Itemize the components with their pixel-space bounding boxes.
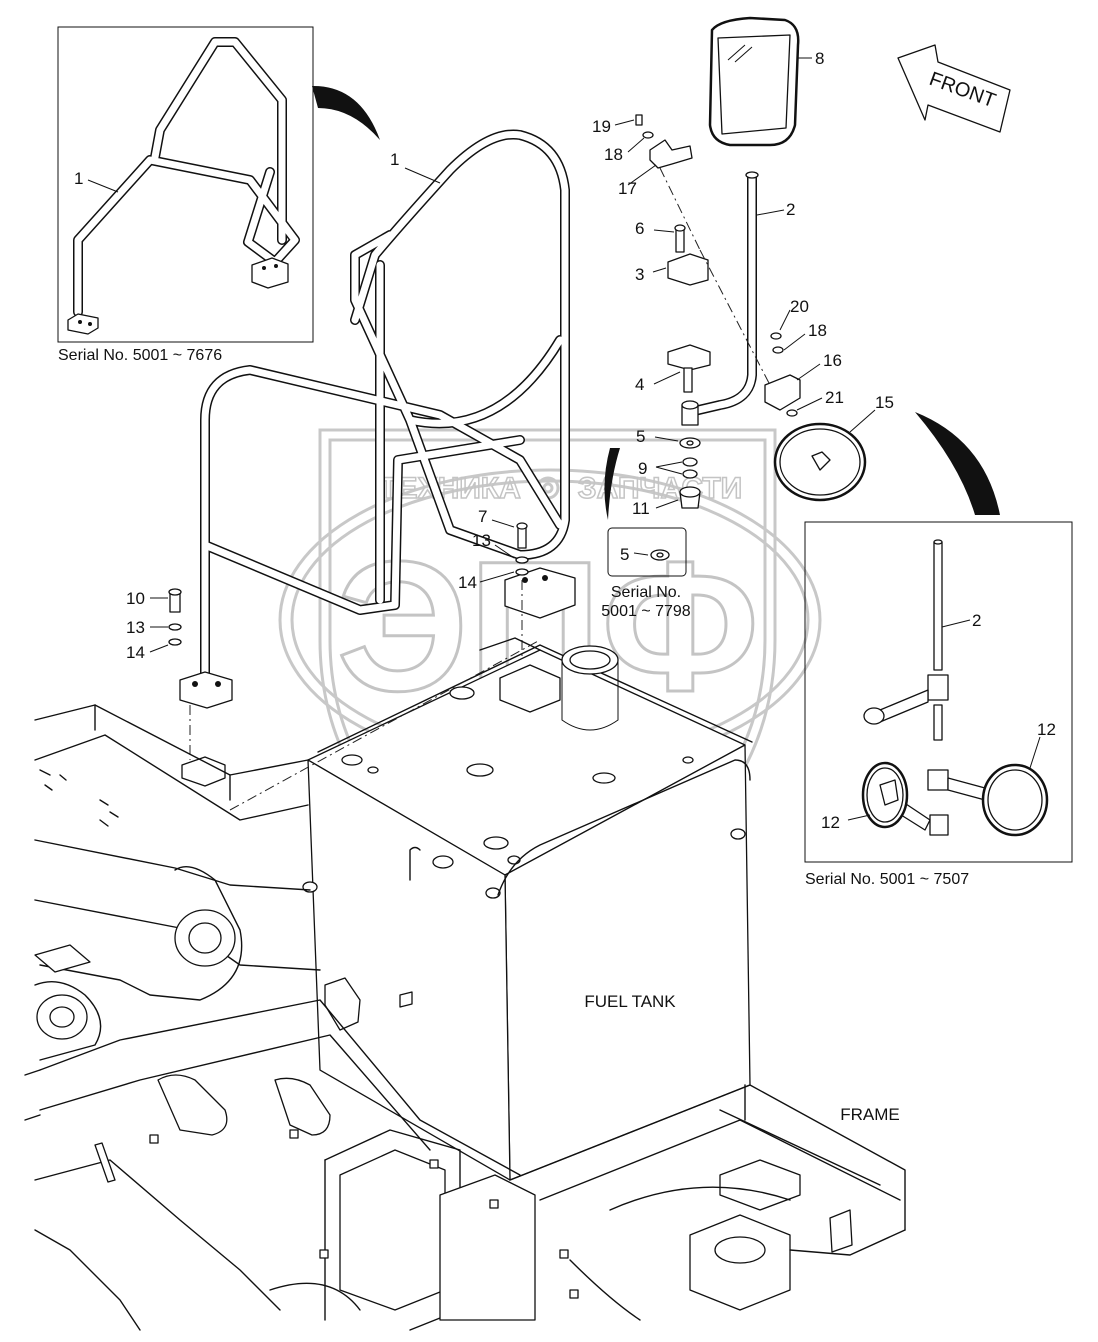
mirror-8: 8: [708, 16, 824, 147]
callout-18-top: 18: [604, 145, 623, 164]
serial-inset-left: Serial No. 5001 ~ 7676: [58, 347, 222, 364]
callout-19: 19: [592, 117, 611, 136]
watermark-right-text: ЗАПЧАСТИ: [578, 472, 742, 505]
inset-right-frame: [804, 521, 1073, 863]
callout-5-main: 5: [636, 427, 645, 446]
front-arrow: FRONT: [897, 44, 1011, 133]
callout-12-top: 12: [1037, 720, 1056, 739]
callout-15: 15: [875, 393, 894, 412]
callout-10: 10: [126, 589, 145, 608]
handrail-main: 1: [179, 129, 576, 709]
callout-20: 20: [790, 297, 809, 316]
arrow-center: [604, 448, 620, 520]
callout-21: 21: [825, 388, 844, 407]
fuel-tank: FUEL TANK: [302, 644, 753, 1181]
callout-14-left: 14: [126, 643, 145, 662]
callout-2-inset: 2: [972, 611, 981, 630]
inset-right: 2 12 12 Serial No. 5001 ~ 7507: [804, 521, 1073, 888]
callout-1-inset: 1: [74, 169, 83, 188]
callout-9: 9: [638, 459, 647, 478]
frame-label: FRAME: [840, 1105, 900, 1124]
callout-11: 11: [632, 499, 650, 518]
callout-5-box: 5: [620, 545, 629, 564]
inset-left: 1 Serial No. 5001 ~ 7676: [57, 26, 314, 364]
callout-14-mid: 14: [458, 573, 477, 592]
callout-3: 3: [635, 265, 644, 284]
serial-inset-right: Serial No. 5001 ~ 7507: [805, 871, 969, 888]
fuel-tank-label: FUEL TANK: [584, 992, 676, 1011]
left-mount-hardware: 10 13 14: [126, 588, 182, 662]
callout-1-main: 1: [390, 150, 399, 169]
callout-13-mid: 13: [472, 531, 491, 550]
bracket-17: 19 18 17: [592, 114, 693, 198]
round-mirror-15: 15: [773, 393, 894, 502]
mirror-stay-2: 2: [685, 171, 795, 417]
bracket-16: 20 18 16 21: [764, 297, 844, 417]
arrow-left: [312, 85, 380, 140]
callout-13-left: 13: [126, 618, 145, 637]
callout-8: 8: [815, 49, 824, 68]
center-mount-hardware: 7 13 14: [458, 507, 529, 592]
callout-17: 17: [618, 179, 637, 198]
inset-left-frame: [57, 26, 314, 343]
callout-7: 7: [478, 507, 487, 526]
callout-6: 6: [635, 219, 644, 238]
frame: FRAME: [24, 704, 906, 1331]
arrow-right: [915, 412, 1000, 515]
serial-small-box: 5 Serial No. 5001 ~ 7798: [601, 527, 691, 620]
callout-4: 4: [635, 375, 644, 394]
mount-pads: [181, 580, 541, 811]
clamp-4: 4: [635, 344, 711, 394]
clamp-3: 6 3: [635, 219, 709, 286]
serial-small-line2: 5001 ~ 7798: [601, 603, 691, 620]
callout-12-left: 12: [821, 813, 840, 832]
callout-16: 16: [823, 351, 842, 370]
mount-stack: 5 9 11: [632, 400, 701, 518]
serial-small-line1: Serial No.: [611, 584, 681, 601]
callout-2-main: 2: [786, 200, 795, 219]
callout-18-right: 18: [808, 321, 827, 340]
